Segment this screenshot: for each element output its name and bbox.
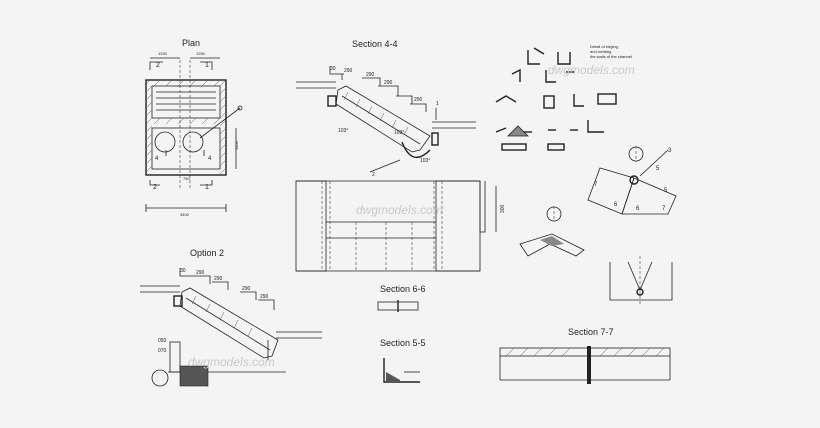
s44-angle-3: 103° [420,158,430,164]
detail-mark-5a: 5 [656,166,660,172]
plan-mark-4a: 4 [155,156,159,162]
s44-angle-1: 103° [338,128,348,134]
opt2-dim-1: 290 [196,270,205,276]
detail-mark-7a: 7 [594,182,598,188]
plan-mark-1: 1 [205,62,209,69]
plan-pipe-right [182,131,204,153]
watermark-center: dwgmodels.com [356,203,443,217]
elevation-dim: 300 [500,204,506,213]
option-2: Option 2 30 290 290 290 290 050 070 dwgm… [140,248,322,387]
detail-mark-6a: 6 [614,202,618,208]
section-4-4-title: Section 4-4 [352,39,398,49]
opt2-dim-050: 050 [158,338,167,344]
s44-angle-2: 103° [394,130,404,136]
section-7-7: Section 7-7 [499,327,671,384]
s44-dim-3: 290 [384,80,393,86]
plan-dim-top-a: 1250 [158,51,168,56]
watermark-left: dwgmodels.com [188,355,275,369]
detail-note-1: Detail of edging, [590,44,619,49]
opt2-dim-3: 290 [242,286,251,292]
plan-mark-1b: 1 [205,184,209,191]
section-6-6-title: Section 6-6 [380,284,426,294]
plan-dim-bottom: 3400 [180,212,190,217]
s44-mark-2: 2 [372,172,375,178]
opt2-dim-2: 290 [214,276,223,282]
s44-mark-1: 1 [436,101,439,107]
watermark-right: dwgmodels.com [548,63,635,77]
plan-title: Plan [182,38,200,48]
plan-dim-right: 1400 [234,140,239,150]
plan-mark-4b: 4 [208,156,212,162]
detail-mark-7b: 7 [662,206,666,212]
opt2-dim-30: 30 [180,268,186,274]
detail-mark-6b: 6 [636,206,640,212]
plan-mark-2b: 2 [153,184,157,191]
detail-mark-5b: 5 [664,188,668,194]
section-7-7-title: Section 7-7 [568,327,614,337]
plan-mark-2: 2 [156,62,160,69]
section-6-6: Section 6-6 [377,284,426,312]
channel-elevation: 300 dwgmodels.com [295,180,506,272]
plan-dim-top-b: 1250 [196,51,206,56]
opt2-dim-4: 290 [260,294,269,300]
section-5-5: Section 5-5 [380,338,426,383]
section-5-5-title: Section 5-5 [380,338,426,348]
s44-dim-30: 30 [330,66,336,72]
s44-dim-4: 290 [414,97,423,103]
plan-pipe-left [154,131,176,153]
detail-pieces: Detail of edging, and welding the walls … [495,44,677,304]
option-2-title: Option 2 [190,248,224,258]
detail-note-3: the walls of the channel [590,54,632,59]
detail-mark-3: 3 [668,148,672,154]
plan-dim-mid: 750 [183,176,190,181]
plan-view: Plan 1250 1250 2 1 [145,38,243,217]
section-4-4: Section 4-4 30 290 290 290 290 103° 103°… [296,39,476,178]
detail-note-2: and welding [590,49,611,54]
s44-dim-1: 290 [344,68,353,74]
opt2-dim-070: 070 [158,348,167,354]
s44-dim-2: 290 [366,72,375,78]
